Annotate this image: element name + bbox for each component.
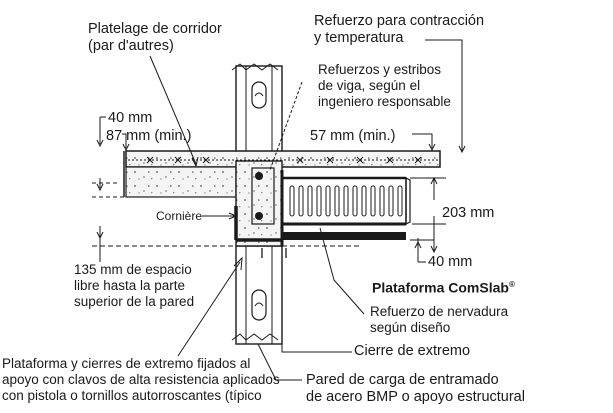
deck-rib	[289, 185, 295, 217]
platelage-label: Platelage de corridor (par d'autres)	[88, 21, 222, 55]
rebar-x-mark	[146, 156, 154, 164]
refuerzo-contraccion-label: Refuerzo para contracción y temperatura	[314, 13, 484, 47]
pared-carga-label: Pared de carga de entramado de acero BMP…	[306, 372, 525, 406]
deck-rib	[370, 185, 376, 217]
registered-mark: ®	[508, 280, 515, 289]
refuerzos-estribos-label: Refuerzos y estribos de viga, según el i…	[318, 62, 451, 110]
platelage-line-1: Platelage de corridor	[88, 21, 222, 37]
refuerzo-contraccion-line-2: y temperatura	[314, 30, 404, 46]
deck-rib	[307, 185, 313, 217]
dim-40-top: 40 mm	[108, 110, 153, 126]
rebar-x-mark	[174, 156, 182, 164]
espacio-libre-line-1: 135 mm de espacio	[74, 262, 192, 277]
rebar-x-marks	[146, 156, 422, 164]
dim-57: 57 mm (min.)	[310, 128, 396, 144]
plataforma-cierres-line-3: con pistola o tornillos autorroscantes (…	[2, 388, 262, 403]
deck-rib	[343, 185, 349, 217]
plataforma-cierres-label: Plataforma y cierres de extremo fijados …	[2, 356, 280, 404]
deck-rib	[298, 185, 304, 217]
stirrup	[251, 167, 275, 225]
deck-rib	[352, 185, 358, 217]
deck-rib	[325, 185, 331, 217]
deck-rib	[316, 185, 322, 217]
dim-203: 203 mm	[442, 205, 495, 221]
cierre-extremo-label: Cierre de extremo	[354, 343, 471, 359]
fasteners	[261, 248, 287, 258]
dim-87: 87 mm (min.)	[106, 128, 192, 144]
pared-carga-line-1: Pared de carga de entramado	[306, 372, 499, 388]
rebar-x-mark	[386, 156, 394, 164]
espacio-libre-line-3: superior de la pared	[74, 294, 195, 309]
platelage-line-2: (par d'autres)	[88, 38, 174, 54]
deck-rib	[379, 185, 385, 217]
plataforma-cierres-line-2: apoyo con clavos de alta resistencia apl…	[2, 372, 280, 387]
plataforma-cierres-line-1: Plataforma y cierres de extremo fijados …	[2, 356, 251, 371]
dim-40-bottom: 40 mm	[428, 254, 473, 270]
deck-rib	[334, 185, 340, 217]
rebar-x-mark	[414, 156, 422, 164]
refuerzo-nervadura-line-1: Refuerzo de nervadura	[370, 304, 509, 319]
rebar-x-mark	[356, 156, 364, 164]
rebar-x-mark	[296, 156, 304, 164]
refuerzo-nervadura-label: Refuerzo de nervadura según diseño	[370, 304, 508, 336]
dimension-lines	[92, 39, 466, 381]
refuerzos-estribos-line-3: ingeniero responsable	[318, 94, 451, 109]
deck-rib	[388, 185, 394, 217]
rebar-x-mark	[202, 156, 210, 164]
pared-carga-line-2: de acero BMP o apoyo estructural	[306, 389, 525, 405]
rebar-top	[255, 172, 263, 180]
angle-corniere	[234, 206, 282, 242]
refuerzo-nervadura-line-2: según diseño	[370, 320, 451, 335]
steel-stud-wall	[231, 63, 283, 345]
deck-rib	[397, 185, 403, 217]
comslab-deck	[281, 176, 411, 240]
rebar-bottom	[255, 212, 263, 220]
plataforma-comslab-text: Plataforma ComSlab	[372, 279, 509, 296]
espacio-libre-line-2: libre hasta la parte	[74, 278, 186, 293]
refuerzos-estribos-line-2: de viga, según el	[318, 78, 421, 93]
refuerzo-contraccion-line-1: Refuerzo para contracción	[314, 13, 485, 29]
refuerzos-estribos-line-1: Refuerzos y estribos	[318, 62, 442, 77]
plataforma-comslab-label: Plataforma ComSlab®	[372, 276, 515, 297]
deck-rib	[361, 185, 367, 217]
espacio-libre-label: 135 mm de espacio libre hasta la parte s…	[74, 262, 194, 310]
corniere-label: Cornière	[156, 209, 203, 223]
rebar-x-mark	[326, 156, 334, 164]
